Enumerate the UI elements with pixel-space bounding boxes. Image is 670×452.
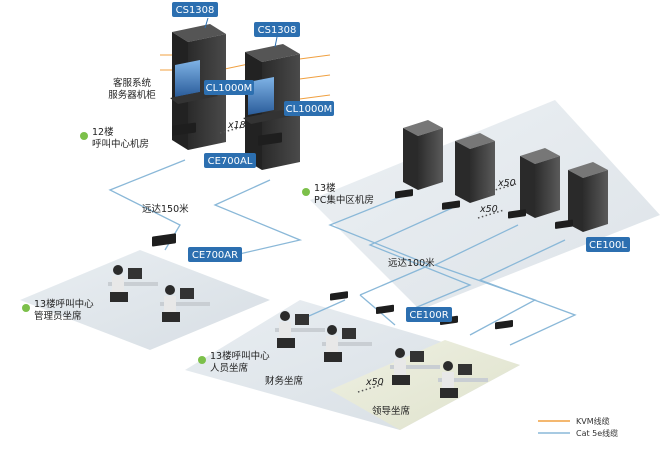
multiplier-labels: x18 x50 x50 x50: [227, 120, 516, 388]
floor12-marker-icon: [80, 132, 88, 140]
device-callouts: CS1308 CS1308 CL1000M CL1000M CE700AL CE…: [172, 2, 630, 322]
x50-label-c: x50: [365, 377, 384, 388]
floor13-pc-marker-icon: [302, 188, 310, 196]
floor13-admin-marker-icon: [22, 304, 30, 312]
legend-cat5e-label: Cat 5e线缆: [576, 428, 618, 438]
pc-towers: [403, 120, 608, 232]
leader-seats-label: 领导坐席: [372, 405, 411, 417]
floor13-admin-label-1: 13楼呼叫中心: [34, 298, 94, 310]
leader-floor-platform: [330, 340, 520, 430]
floor13-staff-label-1: 13楼呼叫中心: [210, 350, 270, 362]
legend-kvm-label: KVM线缆: [576, 416, 610, 426]
floor13-pc-label-2: PC集中区机房: [314, 194, 374, 206]
floor13-staff-label-2: 人员坐席: [210, 362, 249, 374]
distance-150m-label: 远达150米: [142, 203, 189, 215]
ce700ar-box: [188, 247, 242, 262]
cs1308-b-label: CS1308: [258, 25, 297, 36]
floor13-pc-label-1: 13楼: [314, 182, 336, 194]
cl1000m-b-label: CL1000M: [286, 104, 333, 115]
x18-label: x18: [227, 120, 246, 131]
cs1308-b-box: [254, 22, 300, 37]
ce700al-label: CE700AL: [208, 156, 253, 167]
ce100r-label: CE100R: [409, 310, 448, 321]
ce100r-box: [406, 307, 452, 322]
server-cabinet-label-1: 客服系统: [113, 77, 152, 89]
distance-labels: 远达150米 远达100米: [142, 203, 435, 269]
cl1000m-a-label: CL1000M: [206, 83, 253, 94]
ce700al-box: [204, 153, 256, 168]
floor13-admin-label-2: 管理员坐席: [34, 310, 82, 322]
x50-label-a: x50: [497, 178, 516, 189]
floor12-label-2: 呼叫中心机房: [92, 138, 149, 150]
pc-room-platform: [310, 100, 660, 310]
floor12-label-1: 12楼: [92, 126, 114, 138]
server-cabinet-label-2: 服务器机柜: [108, 89, 156, 101]
cl1000m-a-box: [204, 80, 254, 95]
legend: KVM线缆 Cat 5e线缆: [538, 416, 618, 438]
cs1308-a-label: CS1308: [176, 5, 215, 16]
ellipsis-marks: [219, 126, 517, 393]
admin-floor-platform: [20, 250, 270, 350]
cs1308-a-box: [172, 2, 218, 17]
distance-100m-label: 远达100米: [388, 257, 435, 269]
ce700ar-label: CE700AR: [192, 250, 238, 261]
x50-label-b: x50: [479, 204, 498, 215]
extender-boxes: [152, 122, 573, 330]
ce100l-box: [586, 237, 630, 252]
area-labels: 客服系统 服务器机柜 12楼 呼叫中心机房 13楼 PC集中区机房 13楼呼叫中…: [22, 77, 411, 417]
floor13-staff-marker-icon: [198, 356, 206, 364]
workstations: [108, 265, 488, 398]
ce100l-label: CE100L: [589, 240, 627, 251]
finance-seats-label: 财务坐席: [265, 375, 304, 387]
cl1000m-b-box: [284, 101, 334, 116]
